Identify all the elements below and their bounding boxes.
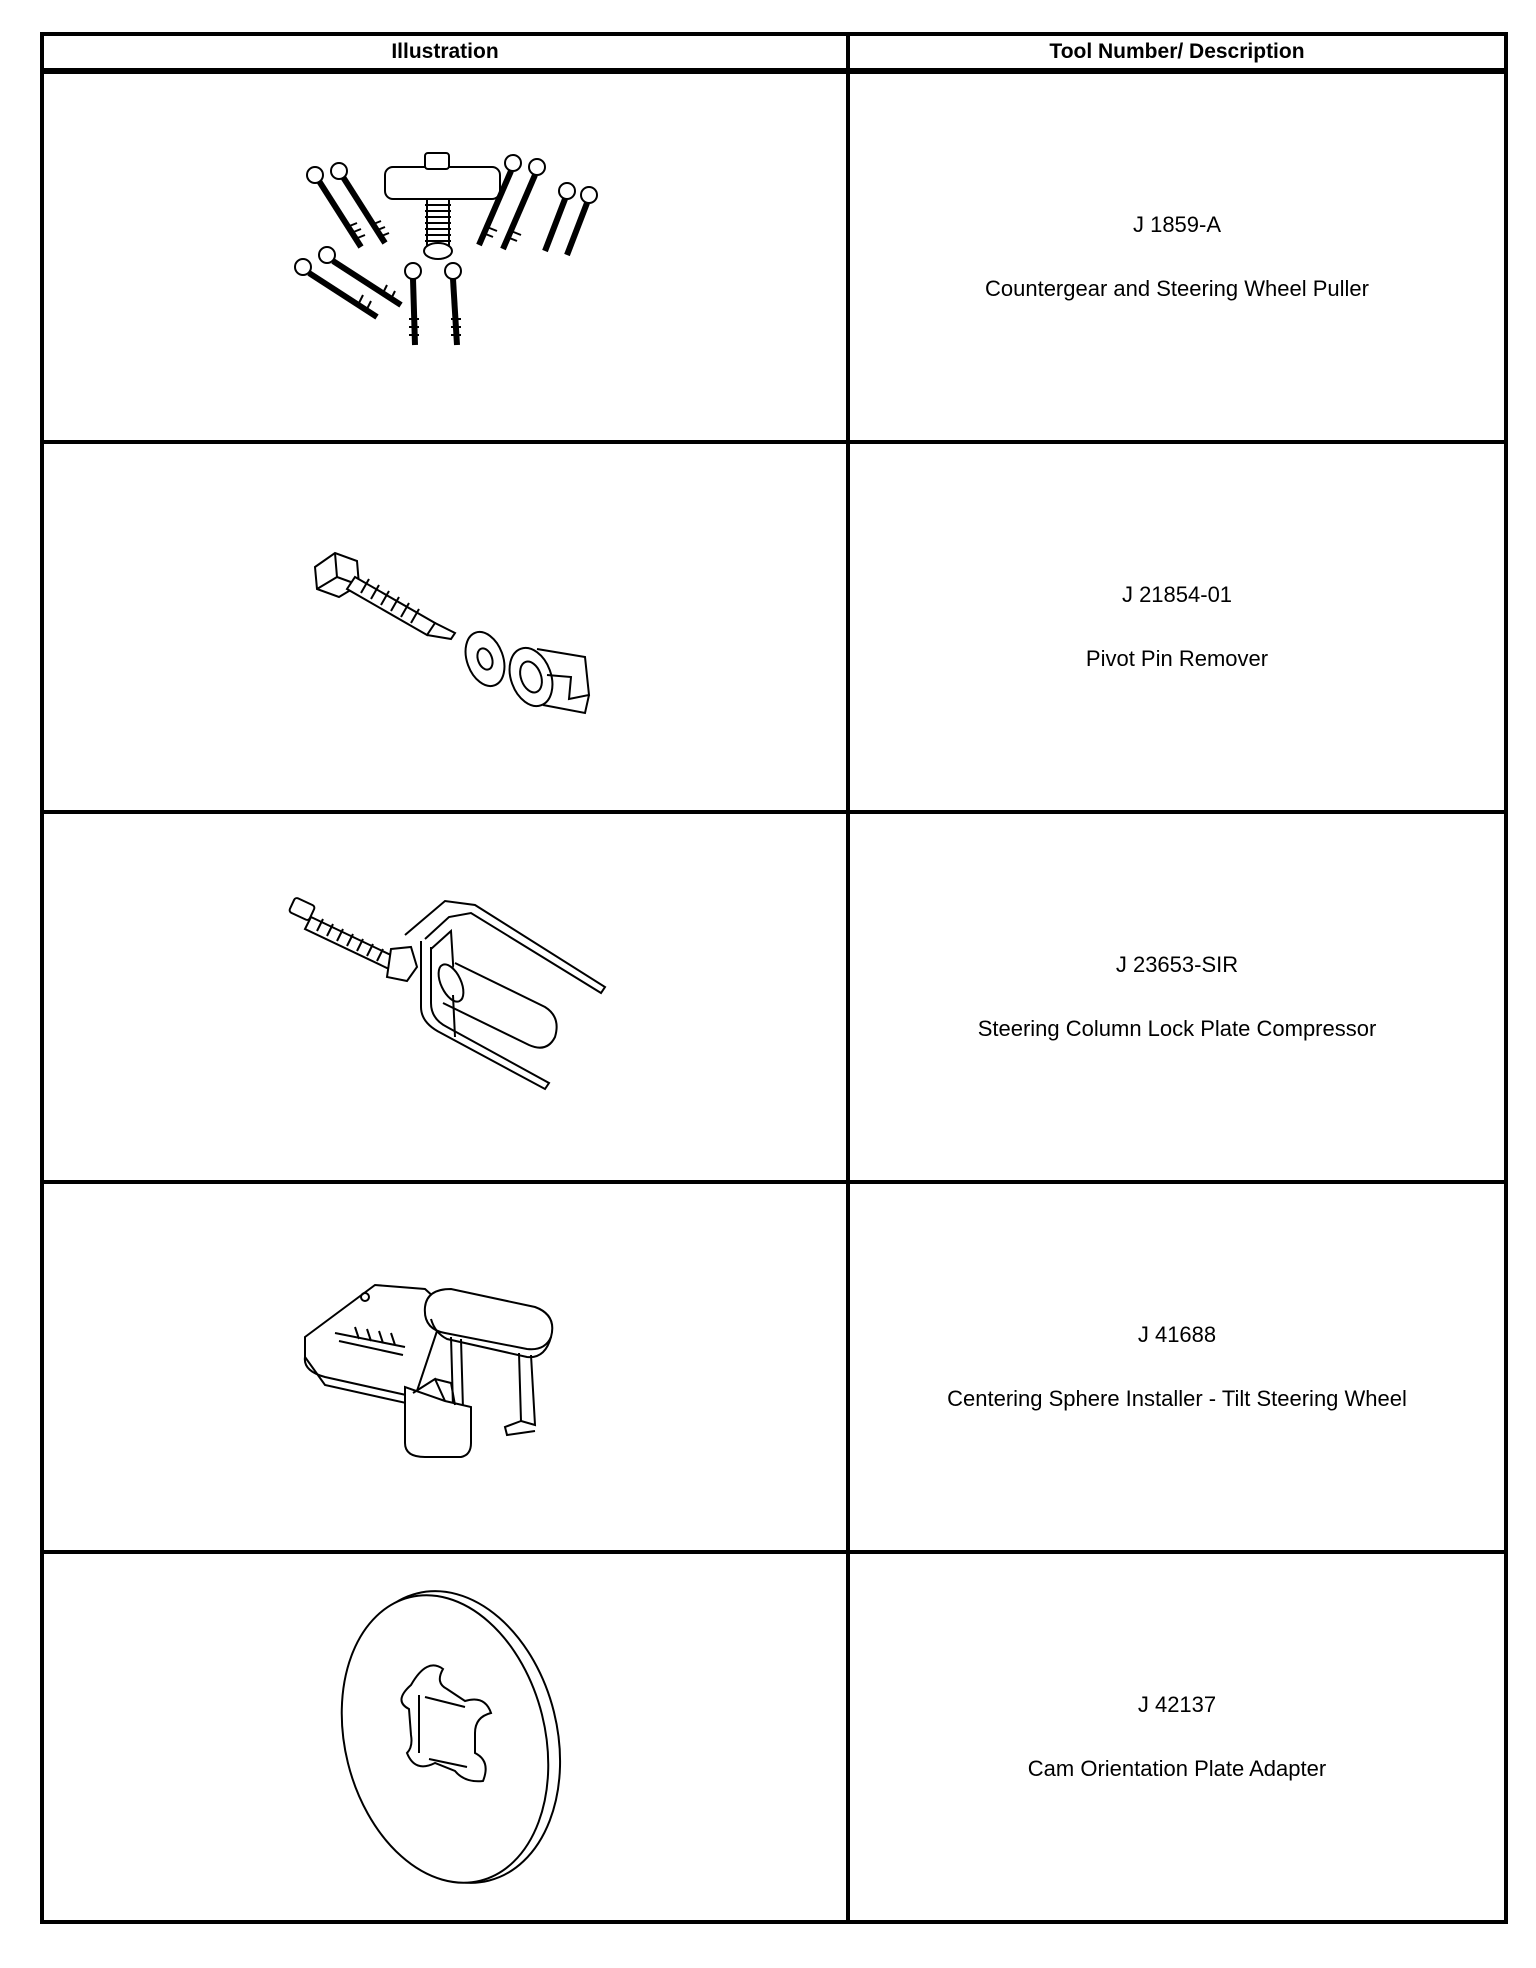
tool-description: Centering Sphere Installer - Tilt Steeri… [947, 1386, 1407, 1411]
tool-description: Steering Column Lock Plate Compressor [977, 1016, 1377, 1041]
tool-number: J 21854-01 [1121, 582, 1233, 607]
tool-description-cell: J 21854-01 Pivot Pin Remover [846, 440, 1508, 814]
tool-description: Countergear and Steering Wheel Puller [984, 276, 1369, 301]
tool-description-cell: J 42137 Cam Orientation Plate Adapter [846, 1550, 1508, 1924]
pivot-pin-remover-icon [285, 527, 605, 727]
table-row: J 42137 Cam Orientation Plate Adapter [40, 1550, 1508, 1924]
puller-bolt-set-icon [275, 147, 615, 367]
tool-number: J 41688 [1137, 1322, 1217, 1347]
illustration-column-header: Illustration [40, 32, 850, 74]
illustration-cell [40, 440, 850, 814]
tool-description-column-header: Tool Number/ Description [846, 32, 1508, 74]
special-tools-table: Illustration Tool Number/ Description [40, 32, 1508, 1924]
illustration-cell [40, 1550, 850, 1924]
table-row: J 1859-A Countergear and Steering Wheel … [40, 69, 1508, 444]
tool-description: Cam Orientation Plate Adapter [1027, 1756, 1327, 1781]
centering-sphere-installer-icon [295, 1267, 595, 1467]
tool-number: J 23653-SIR [1115, 952, 1239, 977]
tool-description-cell: J 41688 Centering Sphere Installer - Til… [846, 1180, 1508, 1554]
cam-plate-adapter-icon [315, 1577, 575, 1897]
tool-description: Pivot Pin Remover [1085, 646, 1269, 671]
tool-description-cell: J 23653-SIR Steering Column Lock Plate C… [846, 810, 1508, 1184]
illustration-cell [40, 1180, 850, 1554]
table-row: J 23653-SIR Steering Column Lock Plate C… [40, 810, 1508, 1184]
illustration-cell [40, 810, 850, 1184]
lock-plate-compressor-icon [275, 877, 615, 1117]
table-row: J 41688 Centering Sphere Installer - Til… [40, 1180, 1508, 1554]
tool-number: J 42137 [1137, 1692, 1217, 1717]
tool-number: J 1859-A [1132, 212, 1222, 237]
table-header-row: Illustration Tool Number/ Description [40, 32, 1508, 74]
illustration-cell [40, 69, 850, 444]
table-row: J 21854-01 Pivot Pin Remover [40, 440, 1508, 814]
tool-description-cell: J 1859-A Countergear and Steering Wheel … [846, 69, 1508, 444]
